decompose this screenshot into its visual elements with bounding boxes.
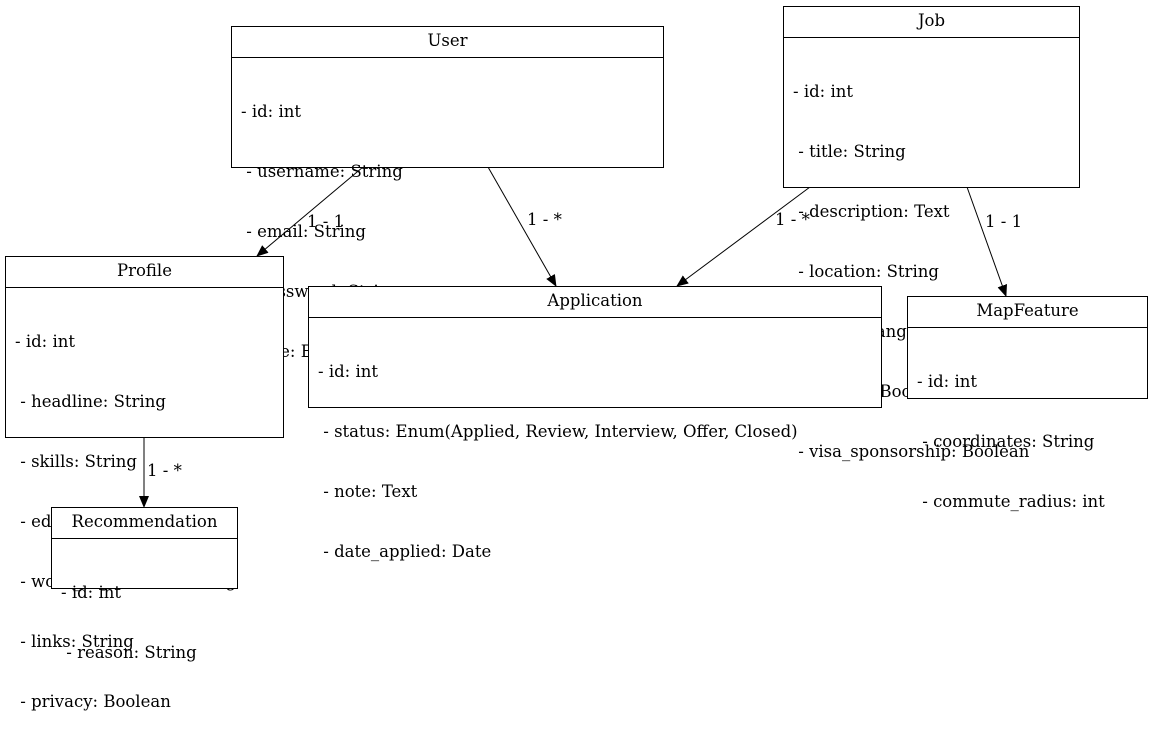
- attribute: - commute_radius: int: [917, 492, 1105, 511]
- attribute: - id: int: [793, 82, 853, 101]
- edge-job-mapfeature: [966, 186, 1008, 297]
- attribute: - id: int: [241, 102, 301, 121]
- class-mapfeature[interactable]: MapFeature - id: int - coordinates: Stri…: [907, 296, 1148, 511]
- class-recommendation-attributes: - id: int - reason: String: [52, 539, 237, 703]
- edge-user-profile: [256, 166, 364, 257]
- class-user-name: User: [232, 27, 663, 58]
- class-profile[interactable]: Profile - id: int - headline: String - s…: [5, 256, 284, 711]
- edge-job-application: [676, 186, 811, 287]
- attribute: - note: Text: [318, 482, 418, 501]
- attribute: - id: int: [318, 362, 378, 381]
- attribute: - email: String: [241, 222, 366, 241]
- attribute: - title: String: [793, 142, 906, 161]
- attribute: - skills: String: [15, 452, 137, 471]
- class-job[interactable]: Job - id: int - title: String - descript…: [783, 6, 1080, 461]
- class-application-attributes: - id: int - status: Enum(Applied, Review…: [309, 318, 881, 602]
- edge-label-profile-recommendation: 1 - *: [147, 461, 182, 480]
- attribute: - id: int: [61, 583, 121, 602]
- relation-edges: 1 - 1 1 - * 1 - * 1 - 1 1 - *: [139, 166, 1022, 508]
- attribute: - visa_sponsorship: Boolean: [793, 442, 1030, 461]
- edge-label-user-profile: 1 - 1: [307, 212, 344, 231]
- edge-label-job-application: 1 - *: [775, 210, 810, 229]
- attribute: - description: Text: [793, 202, 950, 221]
- class-recommendation-name: Recommendation: [52, 508, 237, 539]
- edge-label-job-mapfeature: 1 - 1: [985, 212, 1022, 231]
- class-recommendation[interactable]: Recommendation - id: int - reason: Strin…: [51, 507, 238, 662]
- attribute: - location: String: [793, 262, 939, 281]
- attribute: - id: int: [917, 372, 977, 391]
- edge-label-user-application: 1 - *: [527, 210, 562, 229]
- class-user[interactable]: User - id: int - username: String - emai…: [231, 26, 664, 361]
- attribute: - date_applied: Date: [318, 542, 492, 561]
- attribute: - reason: String: [61, 643, 197, 662]
- attribute: - username: String: [241, 162, 403, 181]
- attribute: - coordinates: String: [917, 432, 1095, 451]
- class-mapfeature-name: MapFeature: [908, 297, 1147, 328]
- class-application-name: Application: [309, 287, 881, 318]
- class-job-name: Job: [784, 7, 1079, 38]
- attribute: - headline: String: [15, 392, 166, 411]
- attribute: - status: Enum(Applied, Review, Intervie…: [318, 422, 798, 441]
- class-mapfeature-attributes: - id: int - coordinates: String - commut…: [908, 328, 1147, 552]
- class-profile-name: Profile: [6, 257, 283, 288]
- edge-user-application: [487, 166, 557, 287]
- class-application[interactable]: Application - id: int - status: Enum(App…: [308, 286, 882, 561]
- attribute: - id: int: [15, 332, 75, 351]
